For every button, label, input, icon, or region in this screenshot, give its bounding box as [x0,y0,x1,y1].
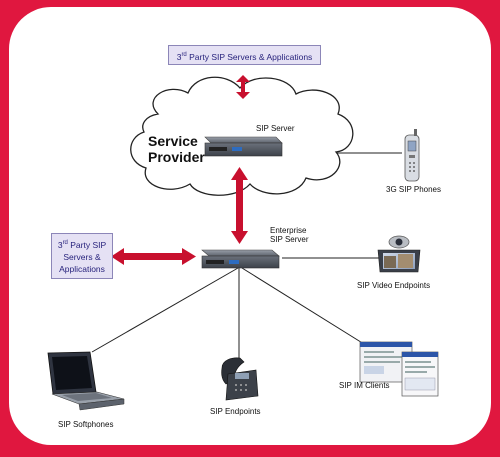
service-provider-cloud [130,76,354,196]
video-endpoint-icon [377,235,421,273]
left-box-line1-text: Party SIP [67,239,107,250]
third-party-servers-left-box: 3rd Party SIP Servers & Applications [51,233,113,279]
top-box-sup: rd [181,52,187,58]
left-box-number: 3 [57,239,63,250]
sip-server-device-icon [204,136,283,157]
desk-phone-icon [221,357,259,401]
im-client-screen-icon [359,341,439,397]
line-enterprise-to-im-clients [241,267,365,345]
sip-im-clients-label: SIP IM Clients [339,381,390,390]
enterprise-label-line2: SIP Server [270,235,309,245]
left-box-line3: Applications [59,263,105,274]
top-box-number: 3 [176,51,182,62]
arrow-server-to-enterprise [231,167,248,244]
arrow-left-box-to-enterprise [111,248,196,265]
service-provider-label: Service Provider [148,133,205,165]
enterprise-sip-server-device-icon [201,249,280,269]
sip-server-label: SIP Server [256,124,295,133]
sip-endpoints-label: SIP Endpoints [210,407,261,416]
third-party-servers-top-box: 3rd Party SIP Servers & Applications [168,45,321,65]
enterprise-label-line1: Enterprise [270,226,307,235]
enterprise-sip-server-label: Enterprise SIP Server [270,226,309,244]
left-box-line2: Servers & [63,251,101,262]
mobile-phone-icon [404,129,420,182]
service-provider-line2: Provider [148,149,205,166]
laptop-icon [47,351,125,411]
sip-softphones-label: SIP Softphones [58,420,114,429]
service-provider-line1: Service [148,133,198,149]
left-box-line1: 3rd Party SIP [52,237,112,251]
top-box-text: Party SIP Servers & Applications [186,51,313,62]
line-enterprise-to-softphones [91,267,239,353]
sip-video-endpoints-label: SIP Video Endpoints [357,281,431,290]
left-box-sup: rd [62,240,68,246]
3g-sip-phones-label: 3G SIP Phones [386,185,441,194]
arrow-top-box-to-cloud [236,75,250,99]
